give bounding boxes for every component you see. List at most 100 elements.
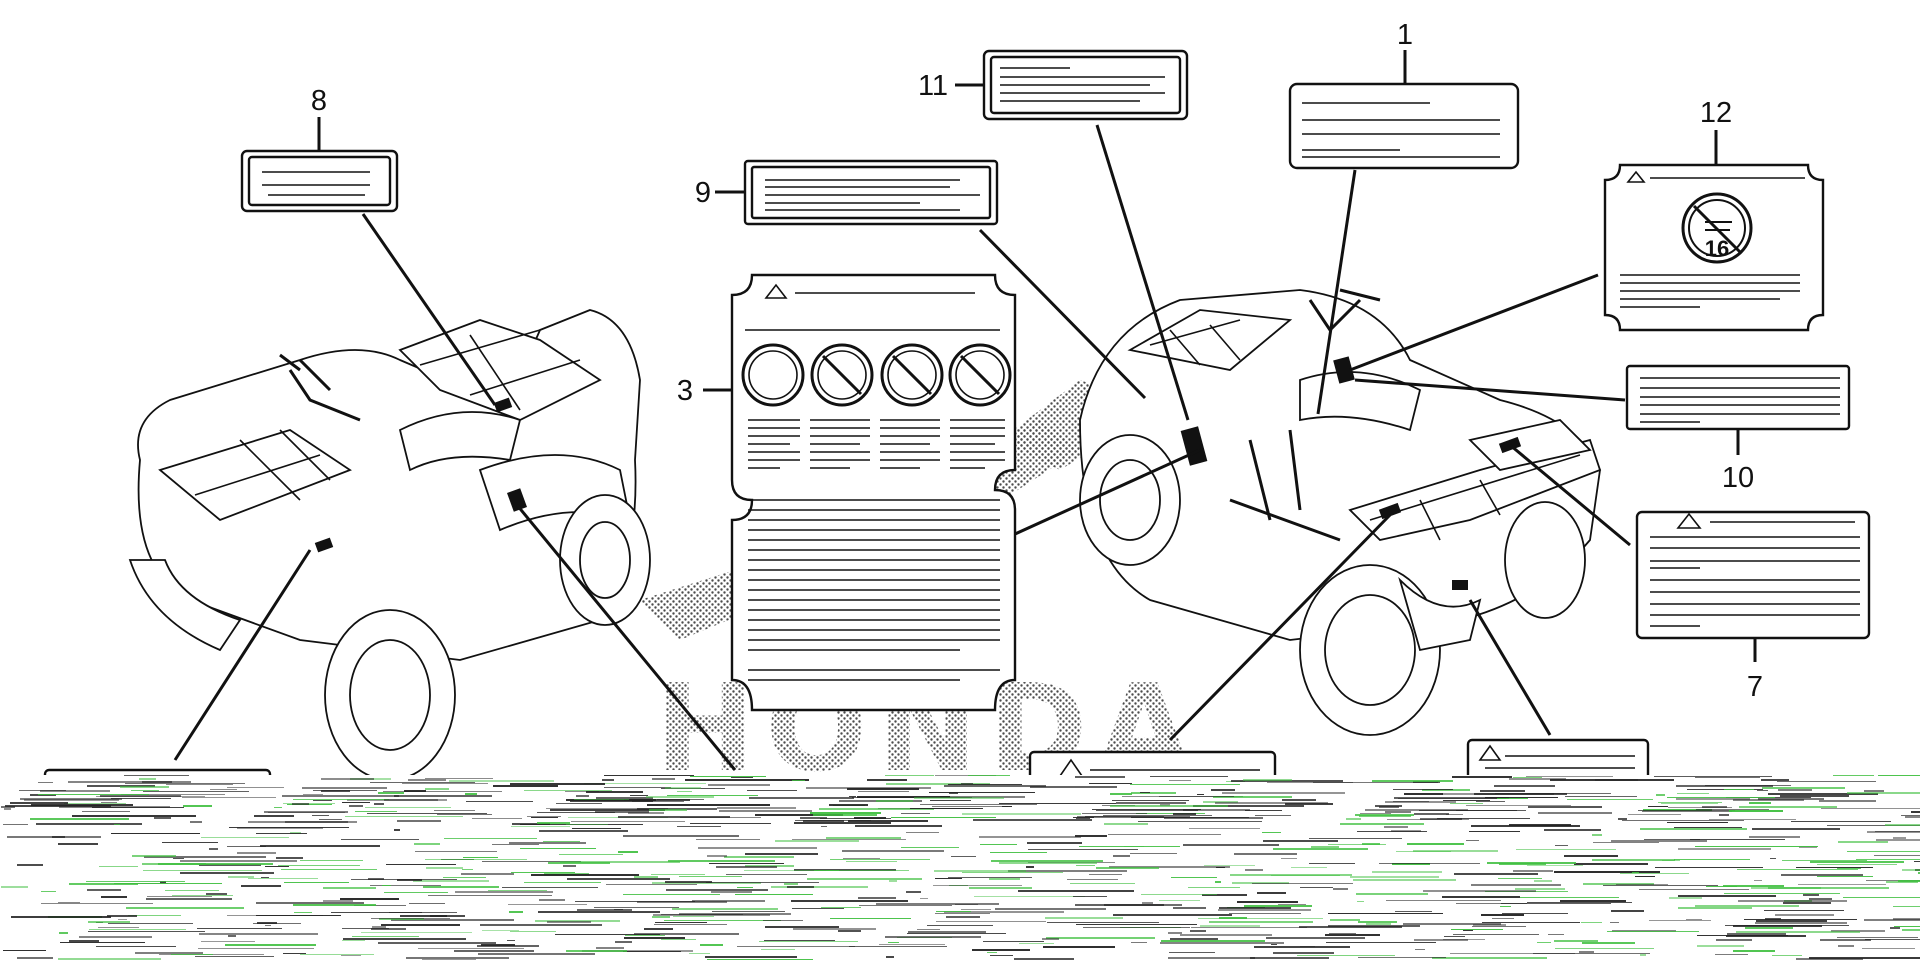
noise-stripe: [1141, 894, 1217, 895]
noise-stripe: [764, 940, 835, 941]
noise-stripe: [1554, 871, 1660, 873]
noise-stripe: [1018, 890, 1134, 892]
noise-stripe: [1142, 902, 1153, 904]
noise-stripe: [146, 898, 232, 900]
noise-stripe: [1209, 921, 1313, 923]
noise-stripe: [1360, 813, 1391, 814]
noise-stripe: [1487, 862, 1576, 864]
noise-stripe: [1810, 861, 1904, 863]
noise-stripe: [1476, 801, 1505, 802]
noise-stripe: [932, 806, 1008, 807]
noise-stripe: [951, 856, 976, 857]
noise-stripe: [1311, 846, 1339, 848]
noise-stripe: [886, 783, 990, 785]
noise-stripe: [1442, 896, 1520, 898]
noise-stripe: [1618, 818, 1627, 820]
noise-stripe: [673, 916, 714, 917]
noise-stripe: [1761, 779, 1789, 781]
noise-stripe: [538, 911, 660, 913]
noise-stripe: [1893, 837, 1906, 839]
noise-stripe: [423, 886, 499, 888]
noise-stripe: [1686, 919, 1702, 920]
noise-stripe: [111, 833, 200, 834]
noise-stripe: [1237, 901, 1298, 903]
noise-stripe: [256, 915, 341, 916]
noise-stripe: [1640, 828, 1747, 830]
label-7: 7: [1635, 510, 1871, 703]
noise-stripe: [4, 808, 11, 810]
noise-stripe: [795, 820, 871, 821]
noise-stripe: [144, 856, 266, 858]
noise-stripe: [507, 940, 515, 941]
noise-stripe: [1113, 855, 1130, 857]
noise-stripe: [1498, 878, 1542, 879]
noise-stripe: [1073, 896, 1107, 897]
noise-stripe: [744, 870, 834, 871]
noise-stripe: [962, 813, 1081, 815]
noise-stripe: [1328, 844, 1386, 845]
noise-stripe: [930, 800, 971, 801]
noise-stripe: [1443, 939, 1485, 940]
noise-stripe: [413, 880, 489, 882]
warning-triangle-icon: [1676, 512, 1702, 529]
noise-stripe: [381, 924, 460, 926]
noise-stripe: [606, 884, 697, 885]
label-9: 9: [695, 159, 999, 226]
noise-stripe: [1300, 946, 1315, 947]
noise-stripe: [1028, 849, 1138, 850]
noise-stripe: [991, 860, 1103, 862]
noise-stripe: [323, 900, 353, 902]
noise-stripe: [1168, 957, 1255, 959]
noise-stripe: [936, 911, 971, 912]
noise-stripe: [1485, 891, 1568, 892]
noise-stripe: [1079, 846, 1180, 847]
noise-stripe: [182, 797, 276, 798]
noise-stripe: [555, 934, 660, 935]
noise-stripe: [237, 852, 276, 854]
noise-stripe: [842, 850, 944, 852]
noise-stripe: [1809, 957, 1920, 959]
noise-stripe: [79, 936, 152, 938]
noise-stripe: [1725, 925, 1849, 926]
noise-stripe: [1513, 777, 1542, 778]
noise-stripe: [1827, 825, 1920, 826]
noise-stripe: [1751, 887, 1821, 889]
noise-stripe: [1244, 905, 1312, 907]
noise-stripe: [425, 859, 527, 860]
noise-stripe: [426, 867, 463, 869]
noise-stripe: [548, 862, 610, 864]
noise-stripe: [634, 876, 658, 878]
noise-stripe: [31, 804, 133, 806]
noise-stripe: [537, 812, 615, 813]
noise-stripe: [1309, 863, 1355, 864]
noise-stripe: [784, 883, 798, 885]
noise-stripe: [59, 932, 68, 934]
noise-stripe: [1219, 907, 1291, 909]
noise-stripe: [1168, 932, 1182, 934]
noise-stripe: [889, 880, 897, 882]
noise-stripe: [121, 794, 225, 795]
noise-stripe: [256, 902, 364, 904]
noise-stripe: [1603, 885, 1718, 886]
noise-stripe: [763, 920, 803, 921]
warning-triangle-icon: [1478, 744, 1502, 761]
noise-stripe: [972, 949, 1030, 951]
noise-stripe: [1492, 918, 1514, 919]
noise-stripe: [527, 816, 561, 817]
noise-stripe: [1893, 906, 1920, 907]
noise-stripe: [11, 916, 111, 918]
noise-stripe: [1635, 876, 1655, 877]
noise-stripe: [1330, 919, 1360, 921]
noise-stripe: [1414, 939, 1468, 941]
noise-stripe: [1386, 900, 1501, 901]
noise-stripe: [1911, 811, 1920, 813]
noise-stripe: [1583, 883, 1654, 885]
noise-stripe: [1089, 783, 1132, 784]
noise-stripe: [531, 874, 639, 876]
noise-stripe: [771, 886, 868, 888]
noise-stripe: [1905, 816, 1920, 818]
noise-stripe: [228, 935, 236, 937]
noise-stripe: [927, 925, 993, 926]
noise-stripe: [100, 795, 181, 797]
noise-stripe: [195, 956, 274, 957]
